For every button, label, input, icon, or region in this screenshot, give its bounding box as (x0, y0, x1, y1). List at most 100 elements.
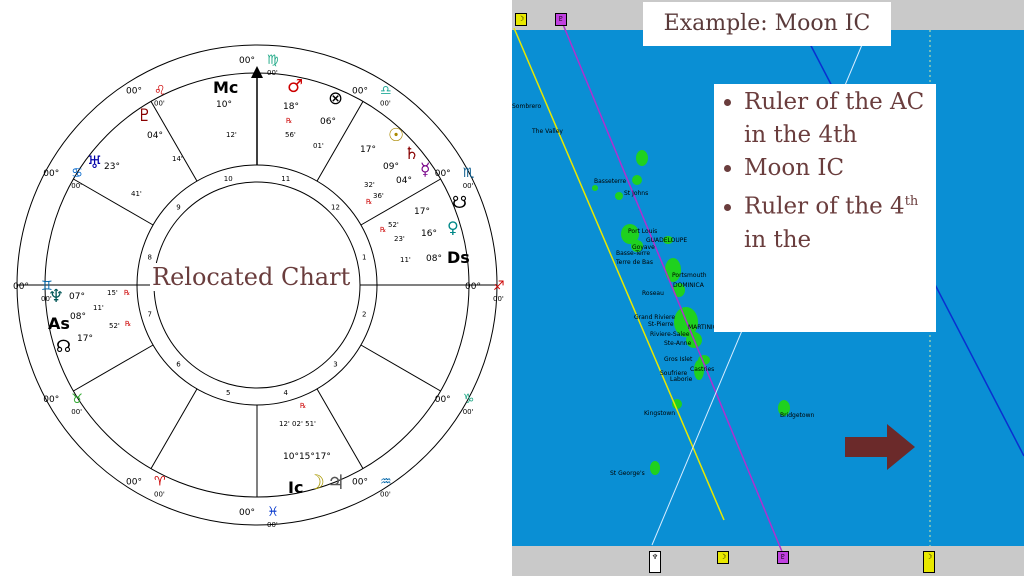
moon-marker-bottom-2[interactable]: ☽ (923, 551, 935, 573)
map-place-label: Goyave (632, 244, 655, 251)
sign-glyph-icon: ♒ (380, 475, 392, 490)
saturn-minute: 36' (373, 192, 384, 200)
map-place-label: Soufriere (660, 370, 688, 377)
map-place-label: Bridgetown (780, 412, 815, 419)
sign-degree: 00° (435, 169, 451, 179)
sign-minute: 00' (71, 408, 82, 416)
mercury-icon: ☿ (420, 160, 431, 180)
relocated-chart-panel: ♍00°00'♎00°00'♏00°00'♐00°00'♑00°00'♒00°0… (0, 0, 512, 576)
venus-degree: 16° (421, 229, 437, 239)
venus-minute: 23' (394, 235, 405, 243)
ic-group-retro-icon: ℞ (300, 402, 307, 410)
island (631, 240, 643, 252)
house-number: 8 (148, 253, 152, 261)
sign-degree: 00° (239, 508, 255, 518)
sign-minute: 00' (463, 408, 474, 416)
map-place-label: Grand Riviere (634, 314, 676, 321)
saturn-retro-icon: ℞ (366, 198, 373, 206)
sign-degree: 00° (435, 395, 451, 405)
as-minute: 11' (93, 304, 104, 312)
sign-glyph-icon: ♏ (463, 166, 475, 181)
sign-degree: 00° (13, 282, 29, 292)
house-number: 10 (224, 175, 233, 183)
sign-minute: 00' (493, 295, 504, 303)
moon-ic-line (513, 27, 725, 521)
sign-degree: 00° (465, 282, 481, 292)
sun-degree: 17° (360, 145, 376, 155)
map-place-label: MARTINIQUE (688, 324, 726, 331)
sign-glyph-icon: ♌ (154, 83, 166, 98)
moon-marker-top[interactable]: ☽ (515, 13, 527, 26)
ds-label: Ds (447, 248, 470, 267)
south-node-icon: ☋ (452, 193, 468, 213)
sign-labels: ♍00°00'♎00°00'♏00°00'♐00°00'♑00°00'♒00°0… (13, 53, 505, 529)
sign-glyph-icon: ♐ (493, 279, 505, 294)
sun-icon: ☉ (388, 125, 405, 146)
uranus-icon: ♅ (87, 153, 103, 173)
house-cusp-3 (360, 178, 441, 226)
house-cusp-9 (73, 344, 154, 392)
house-number: 7 (148, 311, 152, 319)
map-place-label: St-Pierre (648, 321, 674, 328)
island (778, 400, 790, 416)
north-node-degree: 17° (77, 334, 93, 344)
map-place-label: Terre de Bas (616, 259, 653, 266)
saturn-degree: 09° (383, 162, 399, 172)
neptune-minute: 15' (107, 289, 118, 297)
island (592, 185, 598, 191)
moon-icon: ☽ (307, 470, 325, 494)
map-place-label: Basseterre (594, 178, 627, 185)
sign-degree: 00° (43, 395, 59, 405)
map-place-label: Riviere-Salee (650, 331, 690, 338)
venus-icon: ♀ (447, 218, 459, 237)
sign-minute: 00' (154, 491, 165, 499)
bullet-box: Ruler of the AC in the 4th Moon IC Ruler… (714, 84, 936, 332)
map-place-label: Ste-Anne (664, 340, 692, 347)
house-number: 2 (362, 311, 366, 319)
sign-degree: 00° (43, 169, 59, 179)
south-node-minute: 52' (388, 221, 399, 229)
ds-degree: 08° (426, 254, 442, 264)
house-number: 11 (281, 175, 290, 183)
map-bottom-bar (512, 546, 1024, 576)
pluto-marker-top[interactable]: ♇ (555, 13, 567, 26)
island (672, 399, 682, 409)
sign-degree: 00° (126, 86, 142, 96)
island (632, 175, 642, 185)
house-number: 3 (333, 360, 337, 368)
sign-degree: 00° (126, 478, 142, 488)
sign-glyph-icon: ♓ (267, 505, 279, 520)
mars-retro-icon: ℞ (286, 117, 293, 125)
ordinal-suffix: th (904, 194, 919, 209)
sign-glyph-icon: ♋ (71, 166, 83, 181)
map-place-label: DOMINICA (673, 282, 704, 289)
neptune-degree: 07° (69, 292, 85, 302)
map-place-label: GUADELOUPE (646, 237, 688, 244)
sign-minute: 00' (267, 69, 278, 77)
moon-marker-bottom[interactable]: ☽ (717, 551, 729, 564)
slide-title: Example: Moon IC (643, 2, 891, 46)
pluto-marker-bottom[interactable]: ♇ (777, 551, 789, 564)
house-number: 5 (226, 389, 230, 397)
house-cusp-8 (150, 388, 198, 469)
house-cusp-2 (316, 101, 364, 182)
map-place-label: Roseau (642, 290, 664, 297)
sign-degree: 00° (352, 86, 368, 96)
north-node-retro-icon: ℞ (125, 320, 132, 328)
sign-glyph-icon: ♍ (267, 53, 279, 68)
neptune-retro-icon: ℞ (124, 289, 131, 297)
mc-arrow-head (251, 66, 263, 78)
jupiter-icon: ♃ (327, 470, 345, 494)
ic-group-degrees: 10°15°17° (283, 452, 331, 462)
sign-glyph-icon: ♈ (154, 475, 166, 490)
sign-degree: 00° (239, 56, 255, 66)
mc-label: Mc (213, 78, 239, 97)
neptune-marker-bottom[interactable]: ♆ (649, 551, 661, 573)
sign-minute: 00' (71, 182, 82, 190)
ds-minute: 11' (400, 256, 411, 264)
house-number: 12 (331, 204, 340, 212)
island (650, 461, 660, 475)
sign-minute: 00' (380, 491, 391, 499)
